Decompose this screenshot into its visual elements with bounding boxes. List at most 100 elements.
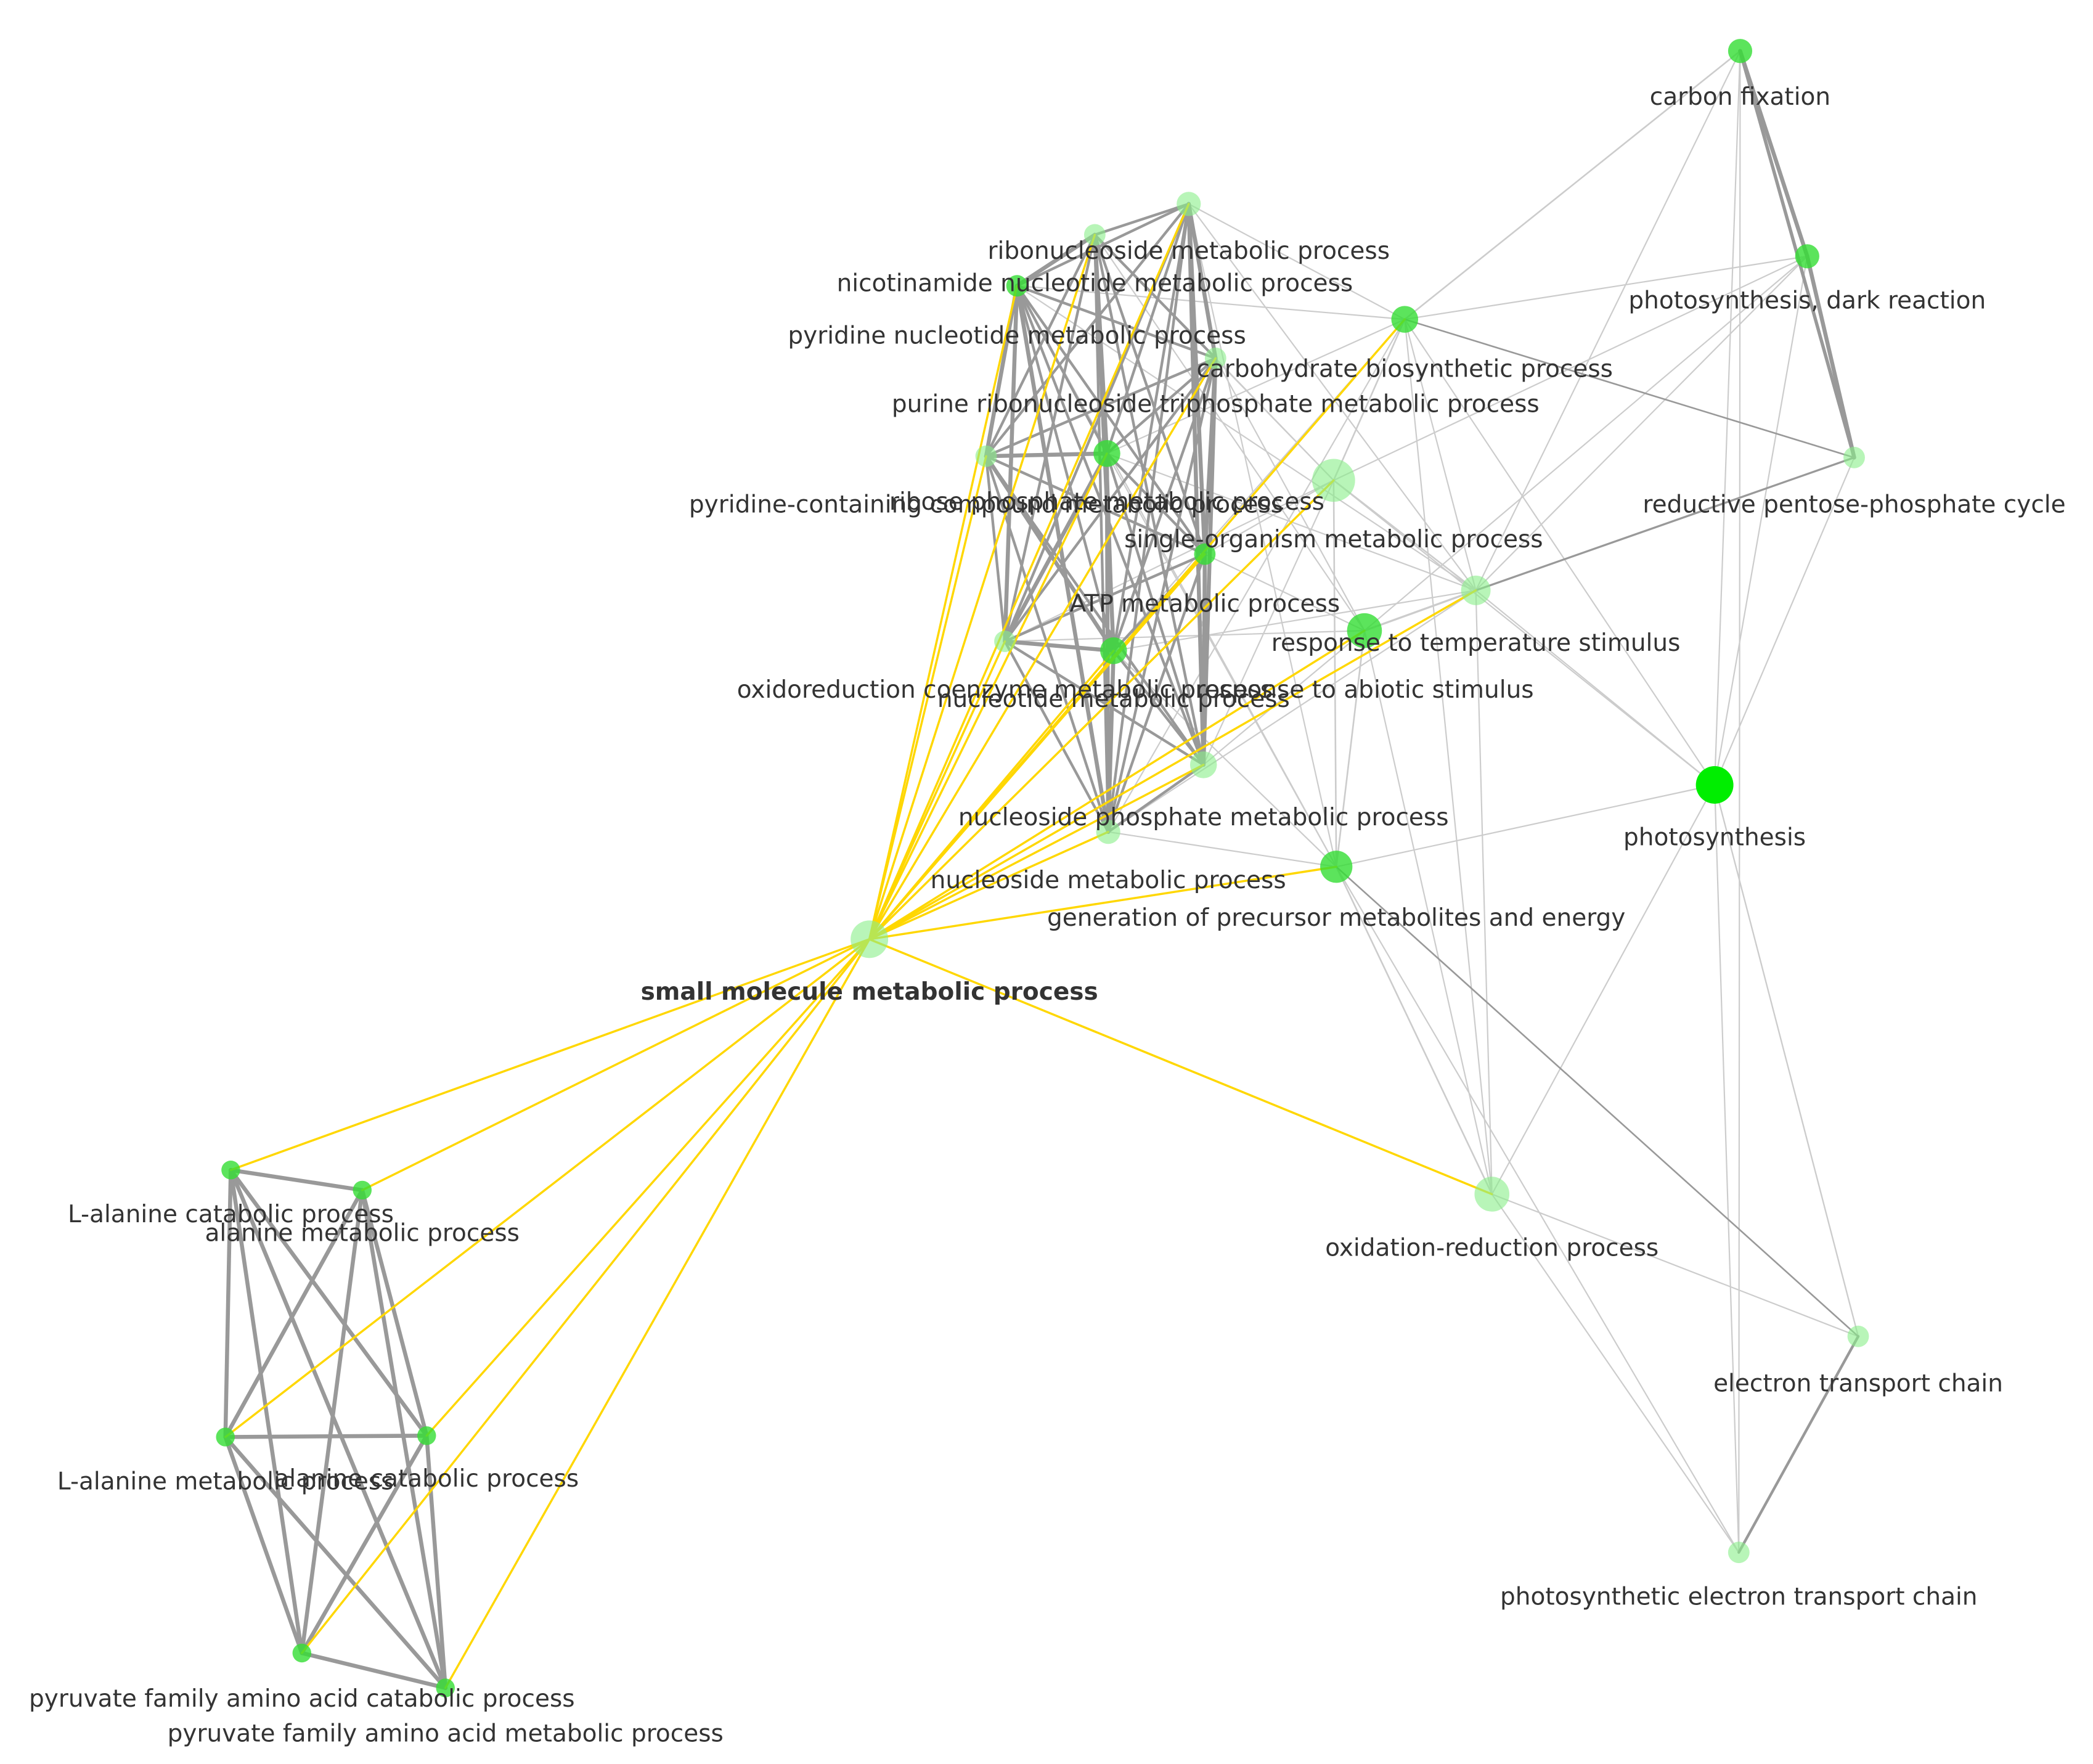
edge-small_molecule-nucleoside_phos bbox=[868, 764, 1205, 941]
edge-small_molecule-nicotinamide bbox=[868, 234, 1096, 941]
edge-pyridine_nuc-atp bbox=[1015, 284, 1207, 556]
node-atp[interactable] bbox=[1194, 543, 1216, 565]
edge-ala_met-ala_cat bbox=[360, 1188, 429, 1438]
edge-resp_abiotic-oxred bbox=[1363, 630, 1493, 1195]
edge-resp_temp-photosynthesis bbox=[1475, 589, 1716, 786]
node-ala-cat[interactable] bbox=[417, 1426, 436, 1445]
node-ala-met[interactable] bbox=[353, 1180, 372, 1200]
edge-small_molecule-oxred bbox=[868, 938, 1493, 1196]
node-purine-rnt[interactable] bbox=[1204, 347, 1226, 369]
edge-ala_met-l_ala_met bbox=[223, 1188, 365, 1439]
node-photosynthesis[interactable] bbox=[1695, 766, 1734, 804]
node-label-atp: ATP metabolic process bbox=[1070, 590, 1340, 618]
edge-small_molecule-resp_abiotic bbox=[868, 629, 1366, 941]
edge-ribose_phos-oxidoreduction_coenzyme bbox=[1003, 451, 1109, 643]
edge-l_ala_cat-pyr_met bbox=[229, 1168, 448, 1690]
node-label-gen-precursor: generation of precursor metabolites and … bbox=[1047, 904, 1625, 932]
edge-small_molecule-ribose_phos bbox=[868, 452, 1108, 941]
edge-small_molecule-carb_bio bbox=[868, 318, 1406, 941]
node-carbon-fixation[interactable] bbox=[1728, 39, 1753, 63]
edge-carb_bio-oxred bbox=[1404, 319, 1493, 1195]
edge-nicotinamide-atp bbox=[1093, 233, 1207, 556]
node-label-photosynthesis: photosynthesis bbox=[1623, 823, 1806, 851]
edge-pyridine_nuc-nucleoside bbox=[1014, 284, 1111, 834]
node-label-ribose-phos: ribose phosphate metabolic process bbox=[889, 488, 1324, 516]
edge-l_ala_cat-l_ala_met bbox=[223, 1168, 233, 1439]
node-carb-bio[interactable] bbox=[1391, 306, 1419, 333]
node-label-resp-abiotic: response to abiotic stimulus bbox=[1195, 676, 1533, 704]
edge-l_ala_cat-pyr_cat bbox=[229, 1168, 304, 1656]
edge-purine_rnt-nucleotide bbox=[1112, 357, 1217, 652]
edge-resp_temp-ps_dark bbox=[1475, 255, 1808, 591]
node-single-org[interactable] bbox=[1312, 459, 1355, 502]
edge-purine_rnt-oxidoreduction_coenzyme bbox=[1003, 357, 1217, 643]
node-gen-precursor[interactable] bbox=[1320, 851, 1353, 883]
node-label-ribonucleoside: ribonucleoside metabolic process bbox=[987, 237, 1390, 265]
edge-pyridine_nuc-resp_temp bbox=[1016, 285, 1477, 591]
edge-etc-photosynthesis bbox=[1714, 784, 1859, 1337]
node-pyr-cat[interactable] bbox=[292, 1643, 312, 1663]
edge-pyridine_nuc-nucleotide bbox=[1015, 284, 1116, 652]
node-ps-dark[interactable] bbox=[1795, 244, 1819, 269]
node-nucleotide[interactable] bbox=[1100, 637, 1127, 664]
node-nucleoside[interactable] bbox=[1096, 820, 1120, 844]
edge-ribose_phos-gen_precursor bbox=[1106, 452, 1337, 868]
edge-ribonucleoside-nucleotide bbox=[1112, 202, 1190, 652]
edge-ribose_phos-atp bbox=[1105, 452, 1207, 556]
node-reductive-ppc[interactable] bbox=[1843, 446, 1865, 468]
edge-ribonucleoside-resp_temp bbox=[1188, 203, 1477, 591]
edge-gen_precursor-oxred bbox=[1335, 865, 1493, 1195]
node-label-ps-etc: photosynthetic electron transport chain bbox=[1500, 1583, 1978, 1611]
node-etc[interactable] bbox=[1847, 1325, 1869, 1347]
edge-ribose_phos-carb_bio bbox=[1106, 319, 1406, 454]
node-oxred[interactable] bbox=[1474, 1177, 1510, 1212]
edge-nucleotide-gen_precursor bbox=[1112, 650, 1337, 868]
edge-small_molecule-pyr_cat bbox=[301, 938, 871, 1654]
node-l-ala-met[interactable] bbox=[216, 1427, 235, 1447]
edge-small_molecule-gen_precursor bbox=[868, 865, 1337, 941]
node-label-oxidoreduction-coenzyme: oxidoreduction coenzyme metabolic proces… bbox=[737, 676, 1273, 704]
node-small-molecule[interactable] bbox=[851, 920, 889, 958]
edge-pyr_cat-pyr_met bbox=[300, 1651, 448, 1690]
node-layer bbox=[216, 39, 1869, 1697]
node-resp-temp[interactable] bbox=[1461, 575, 1491, 605]
edge-nucleoside_phos-nucleoside bbox=[1106, 763, 1205, 833]
node-nucleoside-phos[interactable] bbox=[1189, 751, 1217, 778]
edge-atp-oxidoreduction_coenzyme bbox=[1003, 552, 1207, 643]
node-label-oxred: oxidation-reduction process bbox=[1325, 1235, 1658, 1262]
edge-ala_met-pyr_met bbox=[360, 1188, 448, 1690]
edge-layer-light bbox=[1004, 50, 1859, 1553]
node-pyridine-cont[interactable] bbox=[975, 445, 997, 467]
edge-small_molecule-resp_temp bbox=[868, 589, 1477, 941]
edge-pyridine_cont-nucleoside_phos bbox=[984, 454, 1205, 767]
edge-small_molecule-l_ala_cat bbox=[229, 938, 871, 1172]
edge-atp-nucleoside bbox=[1106, 552, 1207, 833]
node-ribose-phos[interactable] bbox=[1093, 440, 1120, 467]
edge-resp_abiotic-ps_dark bbox=[1363, 255, 1808, 632]
edge-ribonucleoside-gen_precursor bbox=[1188, 203, 1337, 868]
edge-gen_precursor-etc bbox=[1335, 865, 1859, 1337]
node-label-ala-met: alanine metabolic process bbox=[205, 1220, 520, 1247]
node-l-ala-cat[interactable] bbox=[221, 1161, 240, 1180]
edge-carbon_fixation-ps_etc bbox=[1738, 50, 1741, 1553]
edge-ribonucleoside-pyridine_cont bbox=[984, 202, 1190, 458]
edge-gen_precursor-ps_etc bbox=[1336, 866, 1740, 1553]
node-label-nucleoside-phos: nucleoside phosphate metabolic process bbox=[958, 804, 1449, 831]
node-pyr-met[interactable] bbox=[436, 1678, 455, 1697]
node-ribonucleoside[interactable] bbox=[1177, 192, 1201, 216]
node-pyridine-nuc[interactable] bbox=[1006, 275, 1028, 297]
edge-oxidoreduction_coenzyme-resp_abiotic bbox=[1004, 630, 1366, 642]
edge-oxidoreduction_coenzyme-nucleoside_phos bbox=[1003, 640, 1205, 767]
edge-small_molecule-ala_met bbox=[361, 938, 871, 1191]
edge-etc-ps_etc bbox=[1737, 1335, 1860, 1554]
node-oxidoreduction-coenzyme[interactable] bbox=[994, 631, 1016, 652]
edge-l_ala_cat-ala_met bbox=[229, 1168, 365, 1193]
edge-resp_temp-carbon_fixation bbox=[1475, 50, 1741, 591]
edge-oxidoreduction_coenzyme-nucleotide bbox=[1003, 639, 1116, 653]
node-label-l-ala-cat: L-alanine catabolic process bbox=[68, 1201, 394, 1228]
edge-nicotinamide-oxidoreduction_coenzyme bbox=[1003, 233, 1096, 643]
node-ps-etc[interactable] bbox=[1728, 1541, 1750, 1564]
node-resp-abiotic[interactable] bbox=[1347, 613, 1382, 648]
node-nicotinamide[interactable] bbox=[1083, 224, 1106, 246]
edge-small_molecule-nucleoside bbox=[868, 830, 1109, 941]
